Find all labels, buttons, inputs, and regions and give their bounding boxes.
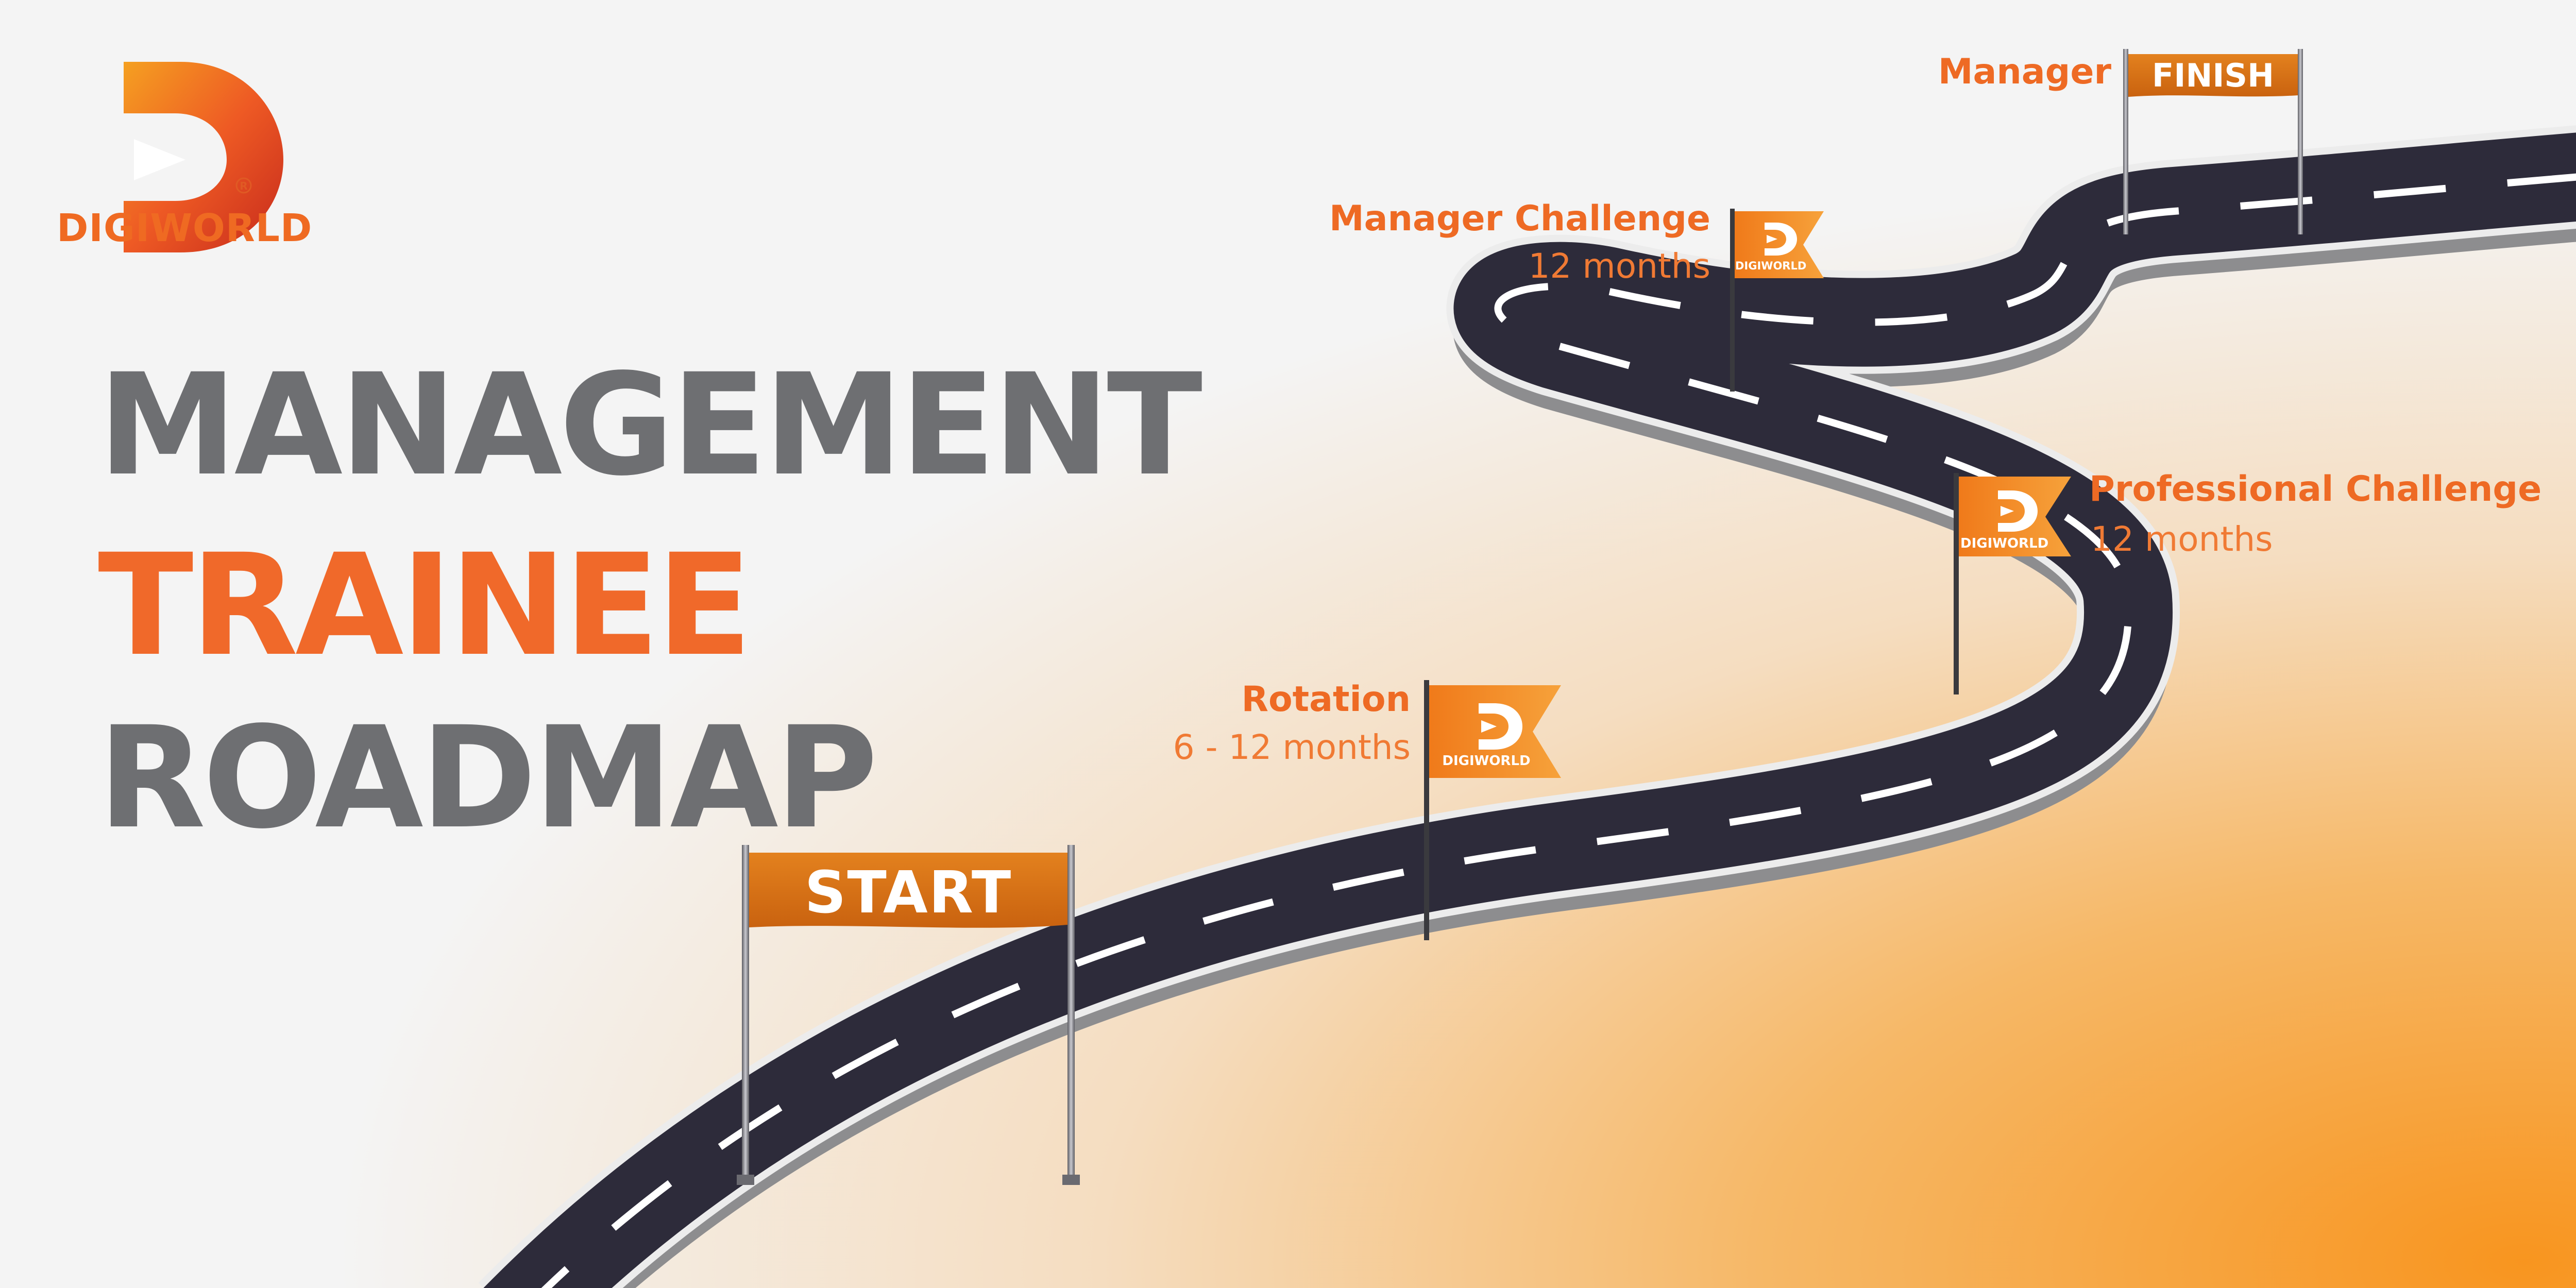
digiworld-logo-icon: R [124,62,283,252]
milestone-rotation-duration: 6 - 12 months [1173,727,1411,767]
finish-label: FINISH [2152,57,2274,94]
flag-professional-challenge [1954,473,2071,694]
milestone-manager-challenge-duration: 12 months [1528,246,1710,286]
headline-line-1: MANAGEMENT [98,344,1202,507]
winding-road [478,125,2576,1288]
flag-manager-challenge-brand: DIGIWORLD [1735,260,1807,272]
finish-banner-cloth [2128,54,2298,97]
flag-manager-challenge [1730,209,1824,392]
milestone-manager-title: Manager [1938,52,2111,92]
milestone-professional-duration: 12 months [2091,519,2273,559]
finish-banner [2123,49,2303,234]
road-center-line [541,173,2576,1288]
headline-line-3: ROADMAP [98,697,878,860]
brand-name: DIGIWORLD [57,206,313,250]
milestone-rotation-title: Rotation [1241,679,1411,720]
start-pole-left [742,845,749,1185]
flag-rotation-brand: DIGIWORLD [1442,753,1531,769]
flag-rotation [1424,680,1561,940]
start-pole-right [1067,845,1075,1185]
start-banner-cloth [749,853,1067,928]
milestone-manager-challenge-title: Manager Challenge [1329,198,1710,239]
milestone-professional-title: Professional Challenge [2089,469,2542,510]
svg-text:R: R [240,180,247,192]
start-label: START [804,859,1012,926]
headline-line-2: TRAINEE [98,524,752,687]
start-banner [737,845,1080,1185]
flag-professional-brand: DIGIWORLD [1960,536,2049,551]
